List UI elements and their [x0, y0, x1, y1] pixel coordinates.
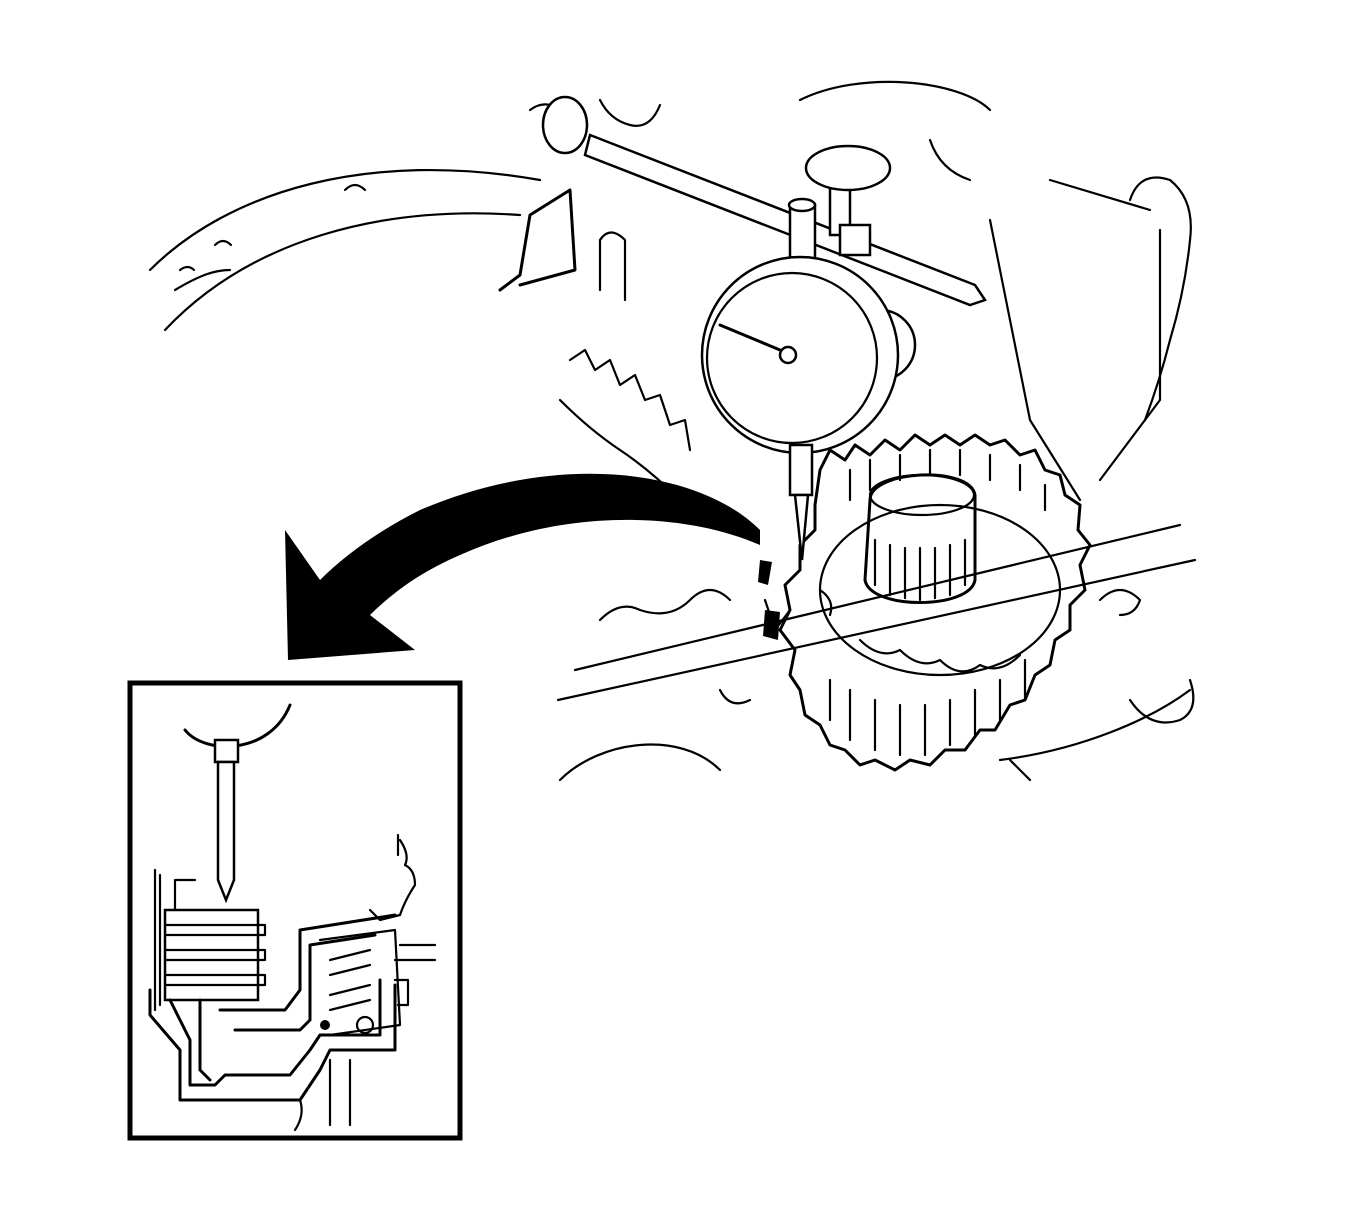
detail-arrow — [285, 473, 760, 660]
gear-assembly — [758, 433, 1092, 772]
dial-indicator — [700, 255, 917, 561]
transmission-case — [148, 80, 1197, 782]
magnetic-stand-arm — [541, 95, 987, 307]
detail-inset — [127, 680, 463, 1141]
